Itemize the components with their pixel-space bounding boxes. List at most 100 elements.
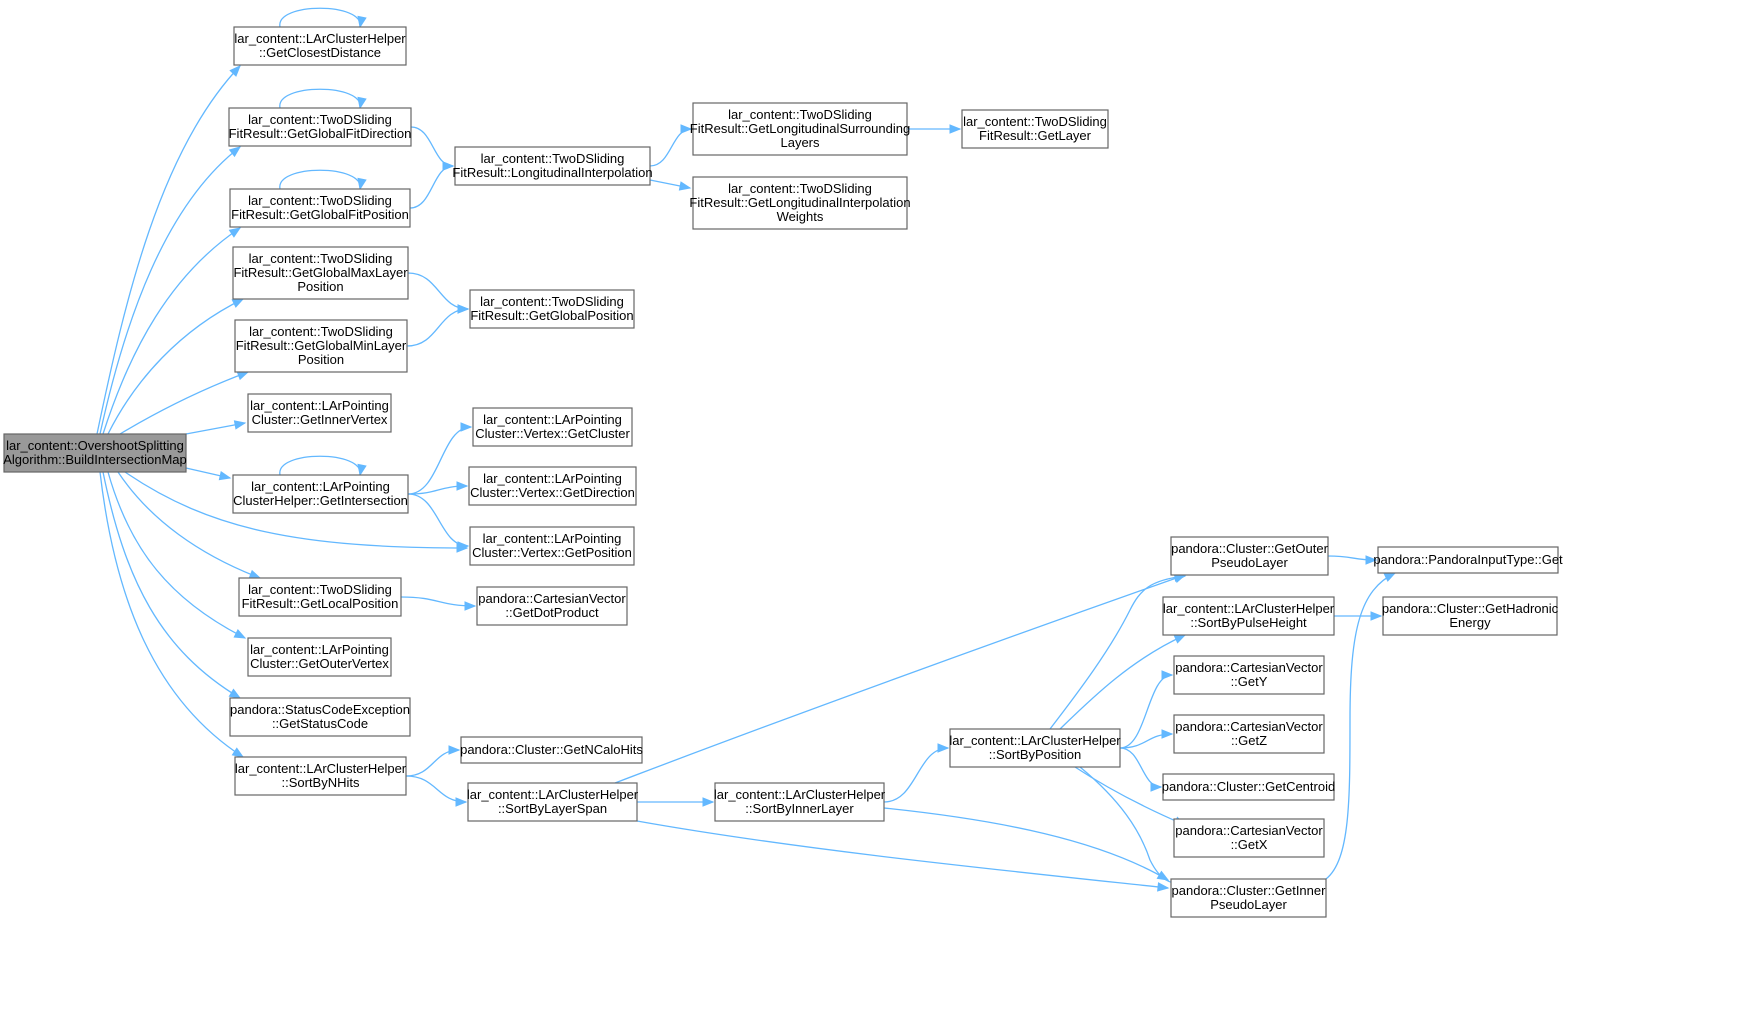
node-label-line: Energy bbox=[1449, 615, 1491, 630]
edge-sortByInnerLayer-to-sortByPosition bbox=[883, 743, 950, 803]
node-box bbox=[1170, 536, 1329, 576]
node-box bbox=[1173, 655, 1325, 695]
edge-root-to-getGlobalMinLayerPosition bbox=[119, 371, 250, 435]
node-box bbox=[476, 586, 628, 626]
node-getIntersection[interactable]: lar_content::LArPointingClusterHelper::G… bbox=[232, 474, 409, 514]
node-label-line: ::GetClosestDistance bbox=[259, 45, 381, 60]
node-getLongitudinalSurroundingLayers[interactable]: lar_content::TwoDSlidingFitResult::GetLo… bbox=[690, 102, 910, 156]
node-label-line: FitResult::GetGlobalMinLayer bbox=[236, 338, 407, 353]
node-label-line: ::SortByInnerLayer bbox=[745, 801, 854, 816]
node-label-line: FitResult::GetLongitudinalSurrounding bbox=[690, 121, 910, 136]
node-box bbox=[1173, 714, 1325, 754]
edge-sortByPulseHeight-to-getHadronicEnergy bbox=[1333, 611, 1383, 621]
node-sortByNHits[interactable]: lar_content::LArClusterHelper::SortByNHi… bbox=[234, 756, 407, 796]
node-getLocalPosition[interactable]: lar_content::TwoDSlidingFitResult::GetLo… bbox=[238, 577, 402, 617]
node-box bbox=[469, 526, 635, 566]
node-getGlobalMinLayerPosition[interactable]: lar_content::TwoDSlidingFitResult::GetGl… bbox=[234, 319, 408, 373]
node-label-line: ::GetX bbox=[1231, 837, 1268, 852]
node-getOuterVertex[interactable]: lar_content::LArPointingCluster::GetOute… bbox=[247, 637, 392, 677]
edge-getGlobalFitDirection-to-getGlobalFitDirection bbox=[279, 88, 367, 110]
edge-sortByInnerLayer-to-getInnerPseudoLayer bbox=[883, 807, 1170, 881]
node-box bbox=[1162, 596, 1335, 636]
node-vertexGetCluster[interactable]: lar_content::LArPointingCluster::Vertex:… bbox=[472, 407, 633, 447]
node-label-line: FitResult::GetLongitudinalInterpolation bbox=[689, 195, 910, 210]
node-getZ[interactable]: pandora::CartesianVector::GetZ bbox=[1173, 714, 1325, 754]
node-box bbox=[229, 188, 411, 228]
node-label-line: FitResult::GetLayer bbox=[979, 128, 1092, 143]
node-getLayer[interactable]: lar_content::TwoDSlidingFitResult::GetLa… bbox=[961, 109, 1109, 149]
node-label-line: lar_content::TwoDSliding bbox=[248, 193, 392, 208]
node-label-line: Cluster::Vertex::GetCluster bbox=[475, 426, 630, 441]
node-root[interactable]: lar_content::OvershootSplittingAlgorithm… bbox=[3, 433, 187, 473]
node-label-line: ClusterHelper::GetIntersection bbox=[233, 493, 408, 508]
node-box bbox=[961, 109, 1109, 149]
node-box bbox=[1162, 773, 1335, 801]
node-box bbox=[714, 782, 885, 822]
node-label-line: pandora::Cluster::GetInner bbox=[1172, 883, 1327, 898]
node-sortByLayerSpan[interactable]: lar_content::LArClusterHelper::SortByLay… bbox=[467, 782, 639, 822]
node-label-line: pandora::Cluster::GetCentroid bbox=[1162, 779, 1335, 794]
edge-sortByPosition-to-getCentroid bbox=[1119, 747, 1163, 792]
node-box bbox=[238, 577, 402, 617]
edge-getGlobalFitPosition-to-getGlobalFitPosition bbox=[279, 169, 367, 191]
edge-root-to-getStatusCode bbox=[102, 471, 242, 699]
edge-sortByNHits-to-getNCaloHits bbox=[405, 745, 461, 777]
node-box bbox=[472, 407, 633, 447]
node-getDotProduct[interactable]: pandora::CartesianVector::GetDotProduct bbox=[476, 586, 628, 626]
node-getGlobalMaxLayerPosition[interactable]: lar_content::TwoDSlidingFitResult::GetGl… bbox=[232, 246, 409, 300]
node-label-line: Position bbox=[297, 279, 343, 294]
edge-root-to-getIntersection bbox=[185, 467, 232, 481]
node-box bbox=[1170, 878, 1327, 918]
node-box bbox=[1173, 818, 1325, 858]
node-sortByPosition[interactable]: lar_content::LArClusterHelper::SortByPos… bbox=[949, 728, 1121, 768]
node-getInnerVertex[interactable]: lar_content::LArPointingCluster::GetInne… bbox=[247, 393, 392, 433]
node-label-line: lar_content::LArClusterHelper bbox=[235, 761, 407, 776]
node-getGlobalFitDirection[interactable]: lar_content::TwoDSlidingFitResult::GetGl… bbox=[228, 107, 412, 147]
node-box bbox=[228, 107, 412, 147]
node-label-line: pandora::CartesianVector bbox=[1175, 660, 1323, 675]
node-box bbox=[692, 176, 908, 230]
node-label-line: pandora::CartesianVector bbox=[478, 591, 626, 606]
edge-getLongitudinalSurroundingLayers-to-getLayer bbox=[906, 124, 962, 134]
node-label-line: Cluster::Vertex::GetPosition bbox=[472, 545, 632, 560]
node-getY[interactable]: pandora::CartesianVector::GetY bbox=[1173, 655, 1325, 695]
node-label-line: lar_content::LArPointing bbox=[483, 471, 622, 486]
node-label-line: FitResult::LongitudinalInterpolation bbox=[452, 165, 652, 180]
node-sortByInnerLayer[interactable]: lar_content::LArClusterHelper::SortByInn… bbox=[714, 782, 886, 822]
node-getGlobalFitPosition[interactable]: lar_content::TwoDSlidingFitResult::GetGl… bbox=[229, 188, 411, 228]
node-label-line: lar_content::TwoDSliding bbox=[963, 114, 1107, 129]
edge-root-to-getGlobalFitPosition bbox=[102, 227, 242, 435]
node-vertexGetDirection[interactable]: lar_content::LArPointingCluster::Vertex:… bbox=[468, 466, 637, 506]
node-getClosestDistance[interactable]: lar_content::LArClusterHelper::GetCloses… bbox=[233, 26, 407, 66]
edge-root-to-getInnerVertex bbox=[185, 420, 247, 435]
node-label-line: Cluster::Vertex::GetDirection bbox=[470, 485, 635, 500]
edge-sortByLayerSpan-to-getInnerPseudoLayer bbox=[636, 820, 1170, 892]
node-vertexGetPosition[interactable]: lar_content::LArPointingCluster::Vertex:… bbox=[469, 526, 635, 566]
edge-sortByNHits-to-sortByLayerSpan bbox=[405, 775, 468, 807]
node-label-line: lar_content::TwoDSliding bbox=[728, 107, 872, 122]
node-label-line: lar_content::LArClusterHelper bbox=[1163, 601, 1335, 616]
node-box bbox=[234, 319, 408, 373]
edge-root-to-sortByNHits bbox=[99, 471, 245, 758]
node-getNCaloHits[interactable]: pandora::Cluster::GetNCaloHits bbox=[460, 736, 643, 764]
node-label-line: lar_content::LArClusterHelper bbox=[714, 787, 886, 802]
node-pandoraInputTypeGet[interactable]: pandora::PandoraInputType::Get bbox=[1373, 546, 1563, 574]
node-getCentroid[interactable]: pandora::Cluster::GetCentroid bbox=[1162, 773, 1335, 801]
node-label-line: Cluster::GetInnerVertex bbox=[252, 412, 388, 427]
node-getStatusCode[interactable]: pandora::StatusCodeException::GetStatusC… bbox=[229, 697, 411, 737]
node-label-line: ::GetStatusCode bbox=[272, 716, 368, 731]
edge-sortByPosition-to-getY bbox=[1119, 670, 1174, 749]
node-getGlobalPosition[interactable]: lar_content::TwoDSlidingFitResult::GetGl… bbox=[469, 289, 635, 329]
node-box bbox=[692, 102, 908, 156]
node-label-line: Layers bbox=[780, 135, 820, 150]
node-sortByPulseHeight[interactable]: lar_content::LArClusterHelper::SortByPul… bbox=[1162, 596, 1335, 636]
node-longitudinalInterpolation[interactable]: lar_content::TwoDSlidingFitResult::Longi… bbox=[452, 146, 653, 186]
node-label-line: lar_content::OvershootSplitting bbox=[6, 438, 184, 453]
node-label-line: ::SortByPosition bbox=[989, 747, 1082, 762]
node-getX[interactable]: pandora::CartesianVector::GetX bbox=[1173, 818, 1325, 858]
node-label-line: Cluster::GetOuterVertex bbox=[250, 656, 389, 671]
node-getLongitudinalInterpolationWeights[interactable]: lar_content::TwoDSlidingFitResult::GetLo… bbox=[689, 176, 911, 230]
